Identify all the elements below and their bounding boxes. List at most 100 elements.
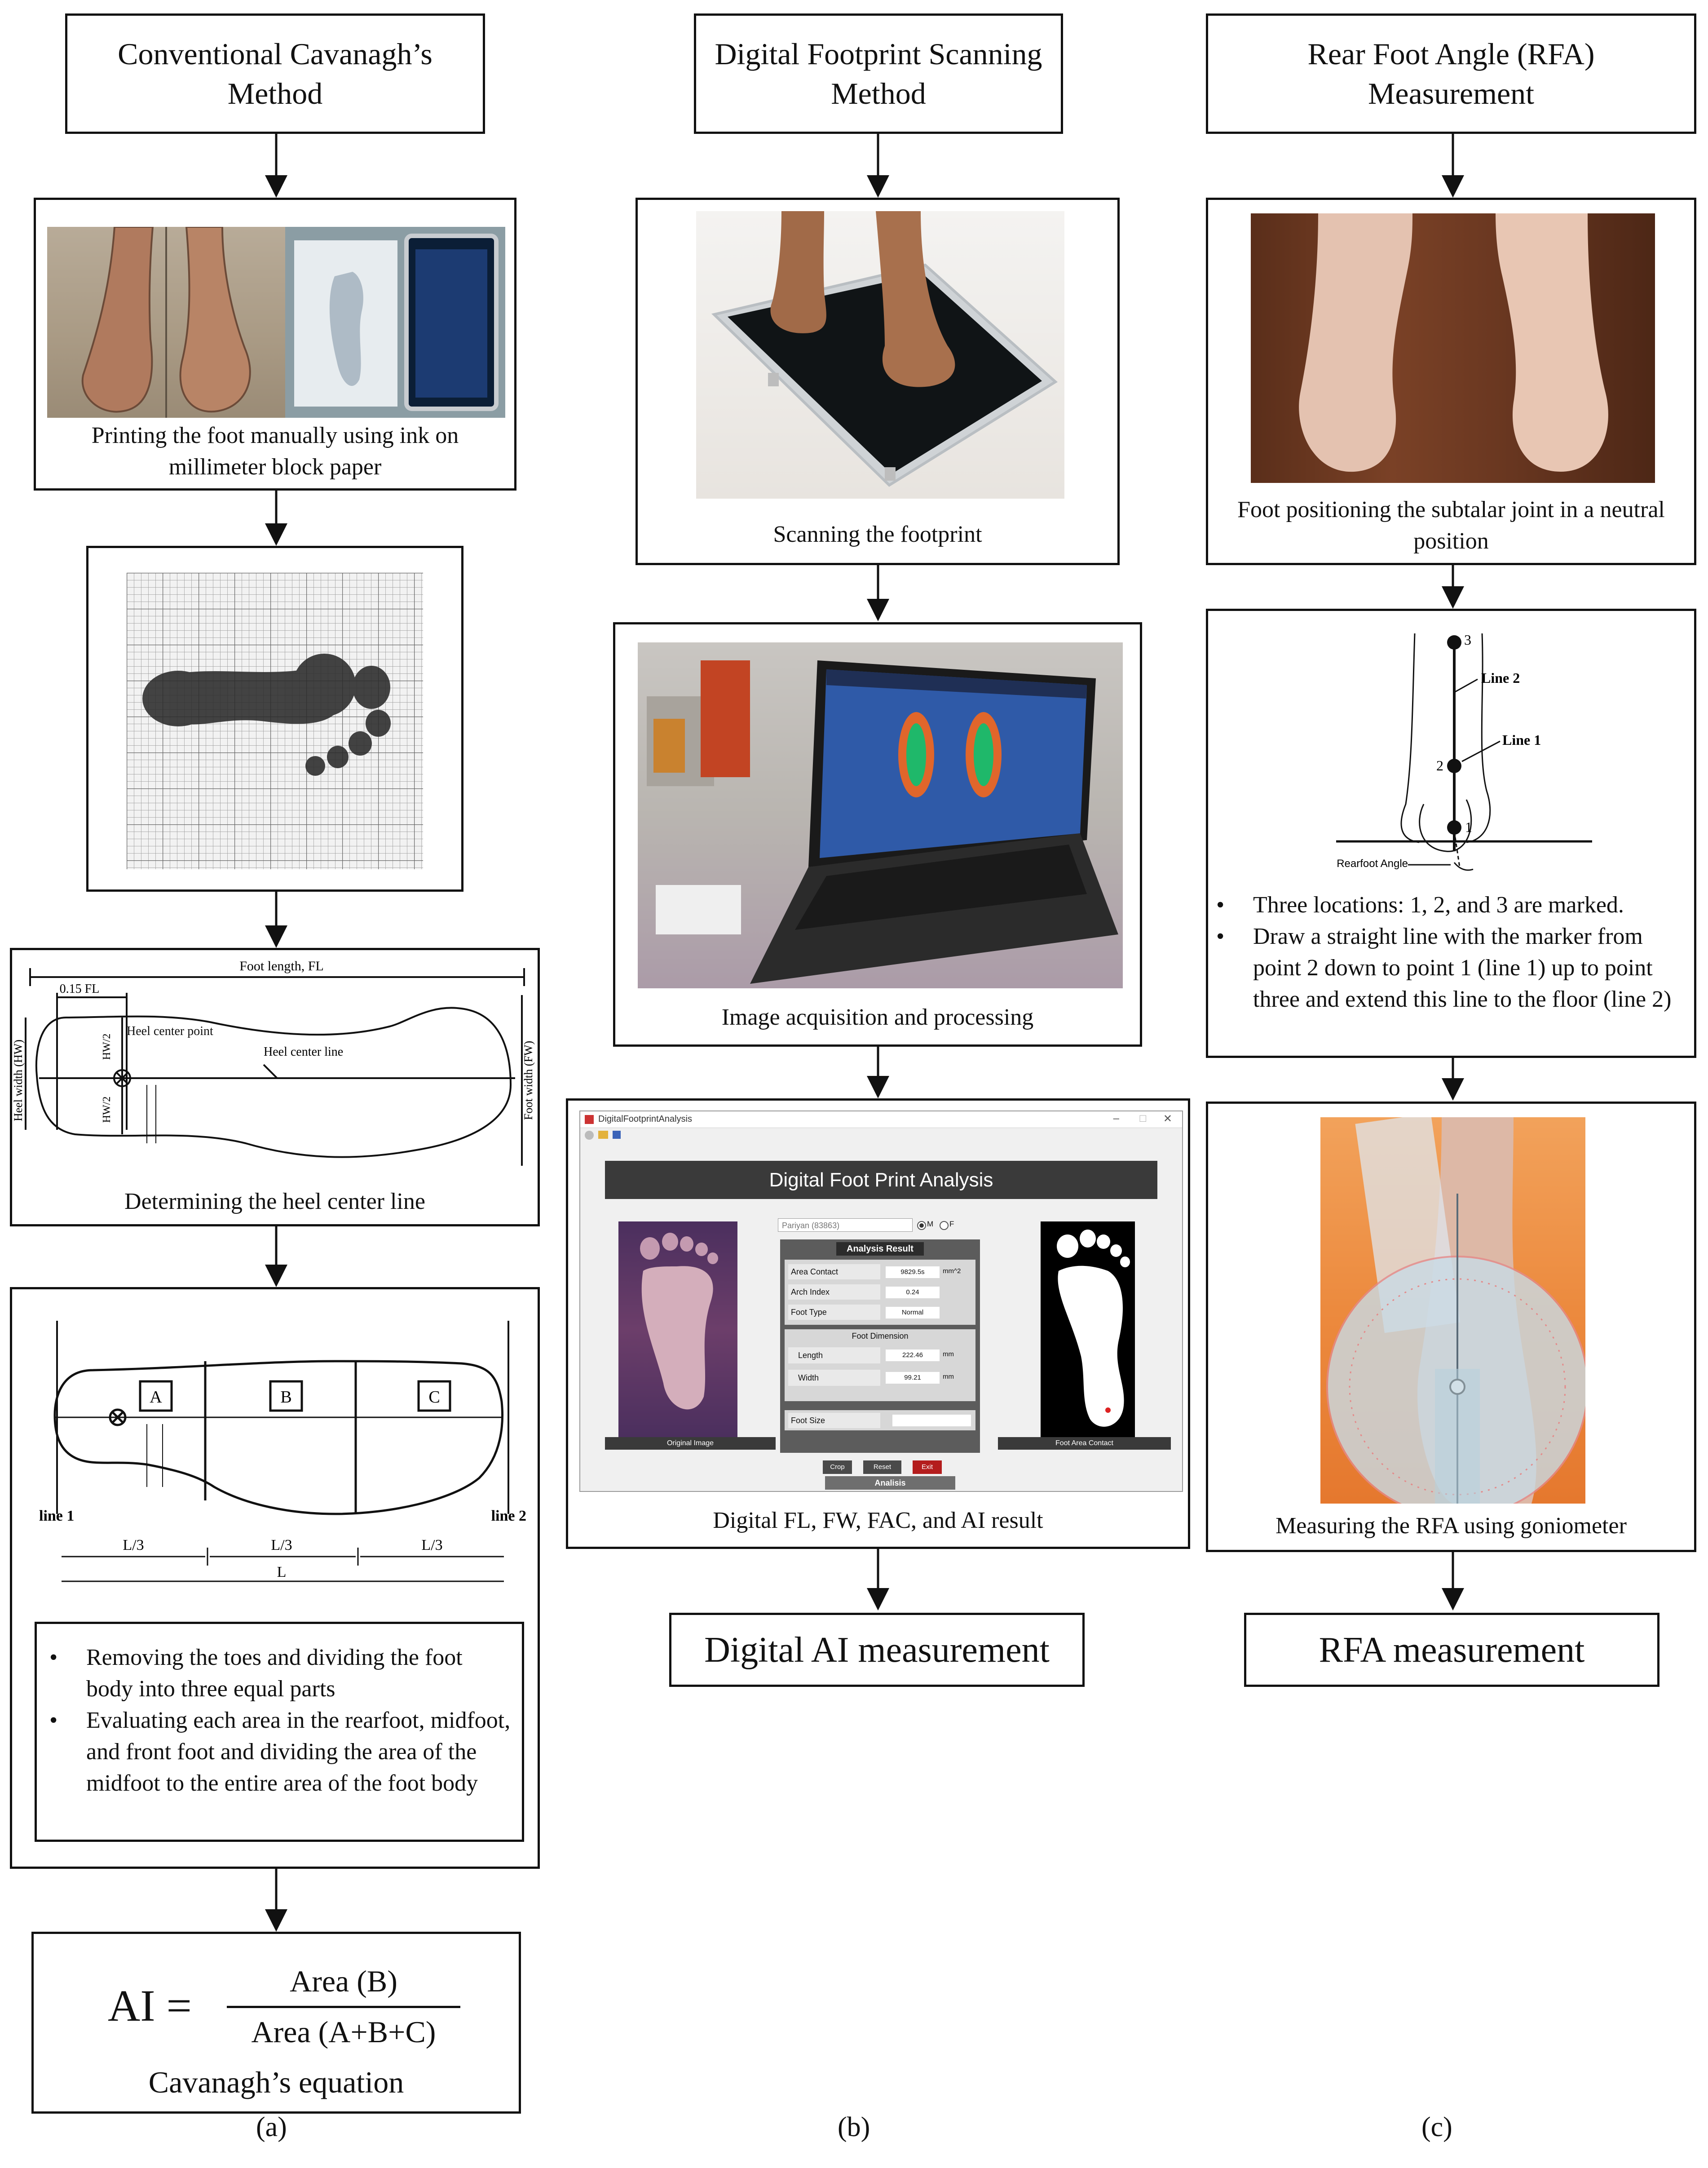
digital-result-caption: Digital FL, FW, FAC, and AI result (713, 1508, 1043, 1533)
point-2-label: 2 (1436, 757, 1443, 774)
patient-name-field[interactable]: Pariyan (83863) (778, 1218, 913, 1232)
arch-index-value[interactable]: 0.24 (886, 1287, 940, 1298)
length-unit: mm (943, 1350, 954, 1358)
analysis-app-window: DigitalFootprintAnalysis – □ ✕ Digital F… (579, 1111, 1183, 1492)
foot-positioning-step: Foot positioning the subtalar joint in a… (1206, 198, 1696, 565)
radio-female[interactable] (940, 1221, 949, 1230)
sublabel-b: (b) (838, 2112, 870, 2142)
sublabel-a: (a) (256, 2112, 287, 2142)
rfa-result-box: RFA measurement (1244, 1613, 1659, 1687)
digital-result-step: DigitalFootprintAnalysis – □ ✕ Digital F… (566, 1098, 1190, 1549)
point-1-label: 1 (1465, 819, 1472, 835)
division-bullet-2: Evaluating each area in the rearfoot, mi… (41, 1705, 513, 1799)
digital-ai-result-box: Digital AI measurement (669, 1613, 1085, 1687)
foot-area-contact-image (1041, 1221, 1135, 1437)
ink-pad-photo (285, 227, 505, 418)
l3-label-1: L/3 (123, 1537, 144, 1553)
cavanagh-method-title: Conventional Cavanagh’s Method (65, 13, 485, 134)
new-file-icon[interactable] (585, 1131, 594, 1140)
marking-bullet-2: Draw a straight line with the marker fro… (1208, 921, 1684, 1015)
l3-label-2: L/3 (271, 1537, 292, 1553)
line-1-label: Line 1 (1502, 732, 1541, 748)
ink-footprint-image (329, 234, 499, 411)
analysis-result-title: Analysis Result (836, 1242, 924, 1256)
rearfoot-angle-label: Rearfoot Angle (1337, 858, 1408, 870)
area-contact-value[interactable]: 9829.5s (886, 1266, 940, 1278)
scanner-photo (696, 211, 1064, 499)
line-2-label: Line 2 (1481, 670, 1520, 686)
scanning-caption: Scanning the footprint (773, 522, 982, 547)
reset-button[interactable]: Reset (863, 1460, 901, 1474)
equation-lhs: AI = (108, 1981, 192, 2031)
radio-male[interactable] (917, 1221, 926, 1230)
width-value[interactable]: 99.21 (886, 1372, 940, 1384)
crop-button[interactable]: Crop (823, 1460, 852, 1474)
equation-numerator: Area (B) (290, 1964, 397, 1998)
binary-foot-shape (1057, 1230, 1130, 1427)
exit-button[interactable]: Exit (913, 1460, 942, 1474)
digital-method-title: Digital Footprint Scanning Method (694, 13, 1063, 134)
equation-denominator: Area (A+B+C) (251, 2015, 436, 2049)
cavanagh-title-text: Conventional Cavanagh’s Method (118, 37, 433, 111)
heel-center-point-label: Heel center point (127, 1024, 213, 1038)
heel-center-line-label: Heel center line (264, 1045, 343, 1059)
save-icon[interactable] (613, 1131, 621, 1139)
scanning-step: Scanning the footprint (636, 198, 1120, 565)
goniometer-step: Measuring the RFA using goniometer (1206, 1102, 1696, 1552)
area-contact-unit: mm^2 (943, 1267, 961, 1275)
open-folder-icon[interactable] (598, 1131, 608, 1139)
close-icon[interactable]: ✕ (1163, 1113, 1172, 1125)
laptop-image (647, 660, 1118, 984)
foot-division-diagram: A B C line 1 line 2 L/3 L/3 L/3 L (39, 1321, 526, 1582)
width-label: Width (788, 1370, 880, 1386)
foot-type-label: Foot Type (788, 1305, 880, 1320)
maximize-icon[interactable]: □ (1139, 1112, 1147, 1124)
image-acquisition-caption: Image acquisition and processing (721, 1004, 1034, 1030)
radio-female-label: F (949, 1220, 954, 1228)
app-window-title: DigitalFootprintAnalysis (598, 1114, 692, 1124)
ink-printing-caption: Printing the foot manually using ink on … (91, 423, 459, 480)
laptop-photo (638, 642, 1123, 988)
marking-step: 3 2 1 Line 2 Line 1 Rearfoot Angle Three… (1206, 609, 1696, 1058)
arch-index-label: Arch Index (788, 1284, 880, 1300)
heel-center-diagram (25, 968, 525, 1166)
foot-positioning-caption: Foot positioning the subtalar joint in a… (1237, 497, 1665, 554)
line1-label: line 1 (39, 1508, 74, 1524)
digital-ai-result-text: Digital AI measurement (704, 1630, 1050, 1670)
foot-division-bullets: Removing the toes and dividing the foot … (35, 1622, 524, 1842)
feet-on-floor-photo (47, 227, 285, 418)
heel-diagram-labels: Foot length, FL 0.15 FL Heel width (HW) … (12, 959, 535, 1123)
app-toolbar (580, 1128, 1182, 1143)
app-icon (585, 1115, 594, 1124)
original-image-label: Original Image (605, 1437, 776, 1450)
hw2-bottom-label: HW/2 (101, 1097, 113, 1123)
app-title-bar: DigitalFootprintAnalysis – □ ✕ (580, 1111, 1182, 1128)
app-header-banner: Digital Foot Print Analysis (605, 1161, 1157, 1199)
length-value[interactable]: 222.46 (886, 1349, 940, 1361)
division-bullet-1: Removing the toes and dividing the foot … (41, 1642, 513, 1705)
goniometer-caption: Measuring the RFA using goniometer (1275, 1513, 1627, 1539)
l-label: L (277, 1564, 287, 1580)
point-3-label: 3 (1464, 632, 1471, 648)
foot-length-label: Foot length, FL (239, 959, 324, 973)
goniometer-photo (1320, 1117, 1585, 1504)
minimize-icon[interactable]: – (1113, 1112, 1119, 1124)
rfa-measurement-title: Rear Foot Angle (RFA) Measurement (1206, 13, 1696, 134)
analysis-button[interactable]: Analisis (825, 1476, 955, 1490)
rear-feet-photo (1251, 213, 1655, 483)
foot-size-value[interactable] (892, 1415, 971, 1426)
fl015-label: 0.15 FL (60, 982, 100, 996)
foot-type-value[interactable]: Normal (886, 1307, 940, 1318)
original-foot-shape (640, 1233, 718, 1410)
label-a: A (150, 1388, 162, 1407)
heel-center-line-step: Foot length, FL 0.15 FL Heel width (HW) … (10, 948, 540, 1226)
foot-dimension-title: Foot Dimension (852, 1332, 909, 1341)
analysis-result-panel: Analysis Result Area Contact 9829.5s mm^… (780, 1239, 980, 1453)
hw2-top-label: HW/2 (101, 1034, 113, 1060)
marking-bullet-1: Three locations: 1, 2, and 3 are marked. (1208, 889, 1684, 921)
cavanagh-equation-caption: Cavanagh’s equation (148, 2065, 404, 2099)
ink-printing-step: Printing the foot manually using ink on … (34, 198, 516, 491)
sublabel-c: (c) (1421, 2112, 1452, 2142)
image-acquisition-step: Image acquisition and processing (613, 622, 1142, 1047)
